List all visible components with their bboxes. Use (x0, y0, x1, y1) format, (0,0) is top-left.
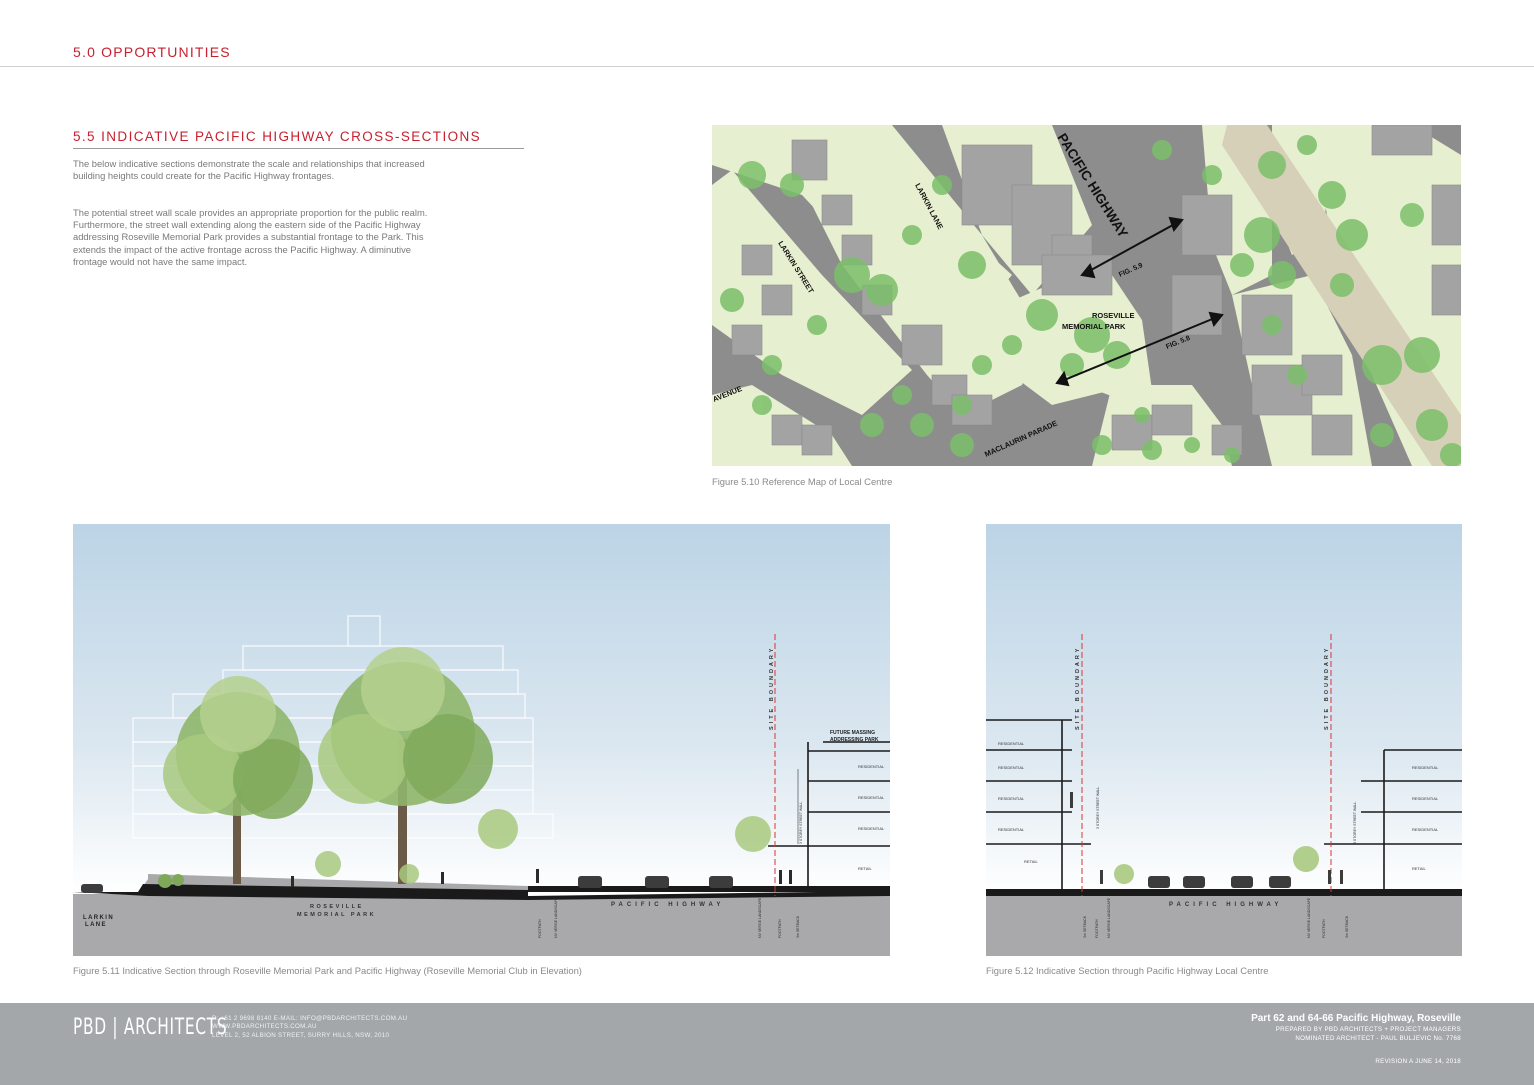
section-memorial-park: LARKIN LANE ROSEVILLE MEMORIAL PARK PACI… (73, 524, 890, 956)
footer-project-name: Part 62 and 64-66 Pacific Highway, Rosev… (1251, 1013, 1461, 1024)
left-residential-label-3: RESIDENTIAL (998, 796, 1025, 801)
left-residential-label-2: RESIDENTIAL (998, 765, 1025, 770)
right-residential-label-2: RESIDENTIAL (1412, 796, 1439, 801)
right-footpath-label: FOOTPATH (1322, 919, 1326, 938)
section-title: 5.5 INDICATIVE PACIFIC HIGHWAY CROSS-SEC… (73, 129, 482, 144)
left-residential-label-4: RESIDENTIAL (998, 827, 1025, 832)
residential-label-2: RESIDENTIAL (858, 795, 885, 800)
setback-label: 3m SETBACK (796, 915, 800, 938)
park-label-line2: MEMORIAL PARK (1062, 322, 1126, 331)
footer-contact: P: +61 2 9698 8140 E-MAIL: INFO@PBDARCHI… (212, 1015, 407, 1040)
section-memorial-park-caption: Figure 5.11 Indicative Section through R… (73, 965, 582, 976)
footer-address: LEVEL 2, 52 ALBION STREET, SURRY HILLS, … (212, 1031, 390, 1039)
left-footpath-label: FOOTPATH (1095, 919, 1099, 938)
header-divider (0, 66, 1534, 67)
footer-prepared-by: PREPARED BY PBD ARCHITECTS + PROJECT MAN… (1275, 1026, 1461, 1033)
street-wall-paragraph: The potential street wall scale provides… (73, 207, 428, 267)
lane-label: LANE (85, 922, 107, 928)
left-residential-label-1: RESIDENTIAL (998, 741, 1025, 746)
larkin-label: LARKIN (83, 915, 114, 921)
landscape-label-right: NV VERGE LANDSCAPE (758, 897, 762, 938)
highway-section-label: PACIFIC HIGHWAY (611, 902, 724, 908)
footpath-label-left: FOOTPATH (538, 919, 542, 938)
right-retail-label: RETAIL (1412, 866, 1426, 871)
left-setback-label: 3m SETBACK (1083, 915, 1087, 938)
section-memorial-park-drawing: LARKIN LANE ROSEVILLE MEMORIAL PARK PACI… (73, 524, 890, 956)
footer-nominated-architect: NOMINATED ARCHITECT - PAUL BULJEVIC No. … (1295, 1035, 1461, 1042)
future-massing-label-2: ADDRESSING PARK (830, 737, 879, 743)
footer-website: WWW.PBDARCHITECTS.COM.AU (212, 1023, 317, 1031)
park-section-label-2: MEMORIAL PARK (297, 912, 376, 918)
retail-label: RETAIL (858, 866, 872, 871)
left-landscape-label: NV VERGE LANDSCAPE (1107, 897, 1111, 938)
reference-map-drawing: PACIFIC HIGHWAY LARKIN LANE LARKIN STREE… (712, 125, 1461, 466)
footer-bar (0, 1003, 1534, 1085)
park-section-label-1: ROSEVILLE (310, 904, 364, 910)
park-label-line1: ROSEVILLE (1092, 311, 1135, 320)
right-setback-label: 3m SETBACK (1345, 915, 1349, 938)
page-header-title: 5.0 OPPORTUNITIES (73, 44, 231, 60)
local-centre-highway-label: PACIFIC HIGHWAY (1169, 902, 1282, 908)
section-local-centre-caption: Figure 5.12 Indicative Section through P… (986, 965, 1269, 976)
map-caption: Figure 5.10 Reference Map of Local Centr… (712, 476, 893, 487)
intro-paragraph: The below indicative sections demonstrat… (73, 158, 425, 182)
future-massing-label-1: FUTURE MASSING (830, 730, 875, 736)
section-title-underline (73, 148, 524, 149)
residential-label-3: RESIDENTIAL (858, 826, 885, 831)
street-wall-label: 3 STOREY STREET WALL (799, 802, 803, 844)
section-local-centre-drawing: RESIDENTIAL RESIDENTIAL RESIDENTIAL RESI… (986, 524, 1462, 956)
left-retail-label: RETAIL (1024, 859, 1038, 864)
footer-phone-email: P: +61 2 9698 8140 E-MAIL: INFO@PBDARCHI… (212, 1015, 408, 1022)
right-street-wall-label: 3 STOREY STREET WALL (1353, 802, 1357, 844)
right-residential-label-3: RESIDENTIAL (1412, 827, 1439, 832)
site-boundary-label: SITE BOUNDARY (769, 646, 775, 730)
left-site-boundary-label: SITE BOUNDARY (1075, 646, 1081, 730)
landscape-label-left: NV VERGE LANDSCAPE (554, 897, 558, 938)
pbd-architects-logo: PBD | ARCHITECTS (73, 1015, 228, 1040)
section-local-centre: RESIDENTIAL RESIDENTIAL RESIDENTIAL RESI… (986, 524, 1462, 956)
right-landscape-label: NV VERGE LANDSCAPE (1307, 897, 1311, 938)
footer-revision: REVISION A JUNE 14, 2018 (1375, 1058, 1461, 1065)
left-street-wall-label: 3 STOREY STREET WALL (1096, 787, 1100, 829)
reference-map: PACIFIC HIGHWAY LARKIN LANE LARKIN STREE… (712, 125, 1461, 466)
footpath-label-right: FOOTPATH (778, 919, 782, 938)
right-site-boundary-label: SITE BOUNDARY (1324, 646, 1330, 730)
residential-label-1: RESIDENTIAL (858, 764, 885, 769)
right-residential-label-1: RESIDENTIAL (1412, 765, 1439, 770)
